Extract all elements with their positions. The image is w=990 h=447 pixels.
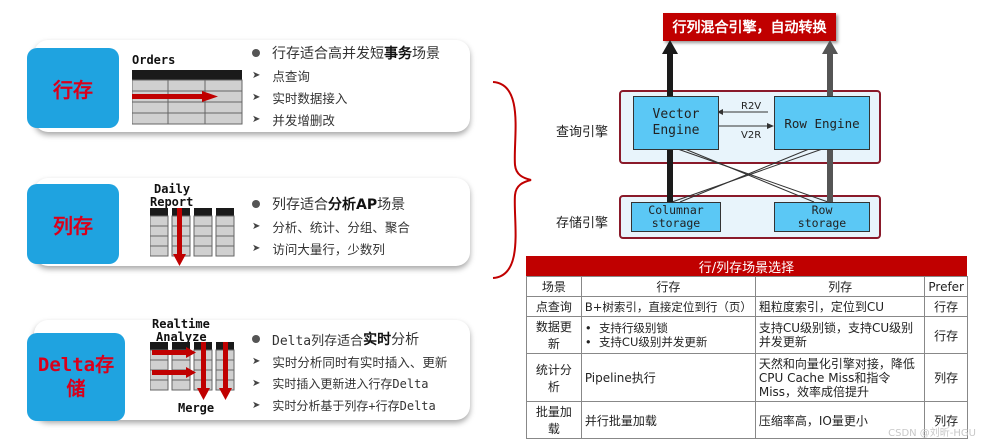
col-store-item: 访问大量行，少数列 — [272, 241, 385, 257]
scenario-table: 场景 行存 列存 Prefer 点查询 B+树索引，直接定位到行（页） 粗粒度索… — [526, 276, 968, 439]
row-engine-box: Row Engine — [774, 96, 870, 150]
table-cell-col: 压缩率高，IO量更小 — [754, 401, 926, 439]
orders-table-graphic — [132, 70, 243, 125]
delta-store-bullets: Delta列存适合实时分析 ➤ 实时分析同时有实时插入、更新 ➤ 实时插入更新进入行… — [252, 328, 447, 416]
realtime-label: Realtime — [152, 317, 210, 331]
col-store-headline-post: 场景 — [377, 197, 406, 213]
columnar-line1: Columnar — [648, 203, 704, 217]
table-cell-row: 并行批量加载 — [580, 401, 756, 439]
arrow-bullet-icon: ➤ — [252, 113, 261, 125]
r2v-label: R2V — [741, 101, 762, 112]
table-cell-bullet: • 支持行级别锁 — [584, 321, 668, 335]
v2r-label: V2R — [741, 130, 762, 141]
scenario-table-title: 行/列存场景选择 — [526, 256, 967, 276]
arrow-bullet-icon: ➤ — [252, 69, 261, 81]
arrow-bullet-icon: ➤ — [252, 91, 261, 103]
table-cell-prefer: 列存 — [924, 353, 968, 402]
daily-report-label: Daily Report — [150, 183, 193, 209]
row-store-item: 实时数据接入 — [272, 90, 348, 106]
table-header-cell: Prefer — [924, 276, 968, 297]
table-cell-scene: 批量加载 — [526, 401, 582, 439]
table-cell-bullet-text: 支持行级别锁 — [598, 321, 668, 335]
delta-store-item: 实时插入更新进入行存Delta — [272, 376, 429, 391]
table-cell-scene: 数据更新 — [526, 316, 582, 354]
daily-report-table-graphic — [150, 208, 235, 266]
row-store-item: 点查询 — [272, 68, 310, 84]
row-storage-box: Row storage — [774, 202, 870, 232]
row-storage-line2: storage — [797, 216, 847, 230]
vector-engine-box: Vector Engine — [633, 96, 719, 150]
col-store-tag: 列存 — [27, 184, 119, 264]
merge-label: Merge — [178, 401, 215, 415]
bullet-dot — [252, 49, 260, 57]
col-store-headline-bold: 分析AP — [328, 197, 378, 213]
analyze-label: Analyze — [156, 330, 207, 344]
delta-store-item: 实时分析基于列存+行存Delta — [272, 398, 436, 413]
col-store-headline-pre: 列存适合 — [272, 197, 328, 213]
table-cell-row: • 支持行级别锁 • 支持CU级别并发更新 — [580, 316, 756, 354]
delta-store-headline-post: 分析 — [391, 332, 420, 348]
row-store-tag: 行存 — [27, 48, 119, 128]
table-header-cell: 场景 — [526, 276, 582, 297]
delta-store-tag: Delta存 储 — [27, 333, 125, 421]
row-store-headline-post: 场景 — [412, 46, 440, 62]
table-header-cell: 列存 — [754, 276, 926, 297]
columnar-line2: storage — [651, 216, 701, 230]
daily-label: Daily — [154, 182, 191, 196]
arrow-bullet-icon: ➤ — [252, 242, 261, 254]
arrow-bullet-icon: ➤ — [252, 399, 261, 411]
delta-table-graphic — [150, 342, 235, 400]
table-cell-col: 天然和向量化引擎对接，降低CPU Cache Miss和指令Miss，效率成倍提… — [754, 353, 926, 402]
bullet-dot — [252, 200, 260, 208]
arrow-bullet-icon: ➤ — [252, 377, 261, 389]
row-store-bullets: 行存适合高并发短事务场景 ➤ 点查询 ➤ 实时数据接入 ➤ 并发增删改 — [252, 42, 440, 130]
delta-store-headline-bold: 实时 — [363, 332, 392, 348]
col-store-item: 分析、统计、分组、聚合 — [272, 219, 410, 235]
table-cell-bullet-text: 支持CU级别并发更新 — [598, 335, 708, 349]
columnar-storage-box: Columnar storage — [631, 202, 721, 232]
table-cell-col: 粗粒度索引，定位到CU — [754, 296, 926, 317]
table-cell-prefer: 行存 — [924, 316, 968, 354]
table-cell-row: B+树索引，直接定位到行（页） — [580, 296, 756, 317]
delta-store-tag-line2: 储 — [66, 378, 86, 400]
query-engine-label: 查询引擎 — [556, 125, 609, 140]
table-cell-scene: 统计分析 — [526, 353, 582, 402]
table-cell-scene: 点查询 — [526, 296, 582, 317]
row-store-headline-bold: 事务 — [384, 46, 412, 62]
table-header-cell: 行存 — [580, 276, 756, 297]
arrow-bullet-icon: ➤ — [252, 355, 261, 367]
engine-banner: 行列混合引擎，自动转换 — [663, 13, 836, 41]
report-label: Report — [150, 195, 194, 209]
vector-engine-line2: Engine — [652, 123, 700, 138]
curly-brace — [492, 81, 532, 279]
realtime-analyze-label: Realtime Analyze — [152, 318, 210, 344]
table-cell-col: 支持CU级别锁，支持CU级别并发更新 — [754, 316, 926, 354]
delta-store-headline-pre: Delta列存适合 — [272, 333, 364, 349]
orders-label: Orders — [132, 53, 176, 67]
bullet-dot — [252, 335, 260, 343]
row-store-item: 并发增删改 — [272, 112, 335, 128]
table-row: 统计分析 Pipeline执行 天然和向量化引擎对接，降低CPU Cache M… — [526, 353, 968, 402]
table-header-row: 场景 行存 列存 Prefer — [526, 276, 968, 297]
delta-store-tag-line1: Delta存 — [37, 354, 115, 376]
watermark: CSDN @刘昕-HGU — [888, 428, 976, 439]
delta-store-item: 实时分析同时有实时插入、更新 — [272, 354, 448, 370]
row-storage-line1: Row — [811, 203, 833, 217]
table-row: 点查询 B+树索引，直接定位到行（页） 粗粒度索引，定位到CU 行存 — [526, 296, 968, 317]
table-cell-prefer: 列存 — [924, 401, 968, 439]
vector-engine-line1: Vector — [652, 107, 700, 122]
table-row: 批量加载 并行批量加载 压缩率高，IO量更小 列存 — [526, 401, 968, 439]
table-cell-row: Pipeline执行 — [580, 353, 756, 402]
table-row: 数据更新 • 支持行级别锁 • 支持CU级别并发更新 支持CU级别锁，支持CU级… — [526, 316, 968, 354]
table-cell-prefer: 行存 — [924, 296, 968, 317]
table-cell-bullet: • 支持CU级别并发更新 — [584, 335, 708, 349]
row-store-headline-pre: 行存适合高并发短 — [272, 46, 384, 62]
storage-engine-label: 存储引擎 — [556, 216, 609, 231]
arrow-bullet-icon: ➤ — [252, 220, 261, 232]
